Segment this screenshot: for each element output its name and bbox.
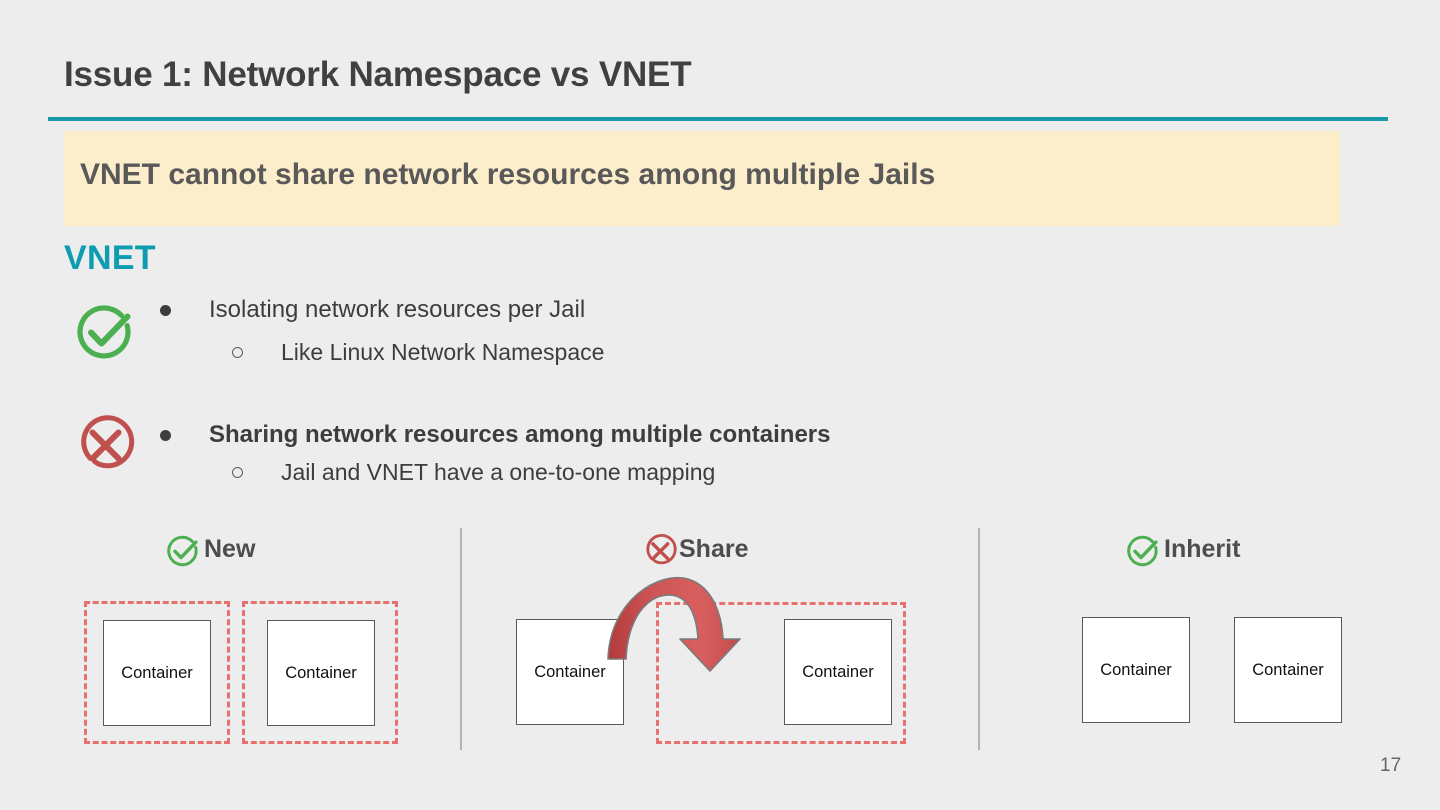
container-box-label: Container <box>1100 660 1172 679</box>
bullet-marker-circle <box>232 347 243 358</box>
vnet-dashed-boundary <box>242 601 398 744</box>
check-circle-icon <box>70 297 140 367</box>
bullet-level1-text: Isolating network resources per Jail <box>209 296 586 323</box>
bullet-level2-text: Like Linux Network Namespace <box>281 339 605 365</box>
title-divider-rule <box>48 117 1388 121</box>
bullet-marker-disc <box>160 305 171 316</box>
callout-banner <box>64 131 1340 226</box>
page-number: 17 <box>1380 755 1402 776</box>
container-box-label: Container <box>534 662 606 681</box>
check-circle-icon <box>163 531 203 571</box>
container-box: Container <box>784 619 892 725</box>
callout-banner-text: VNET cannot share network resources amon… <box>80 158 936 191</box>
container-box: Container <box>103 620 211 726</box>
page-title: Issue 1: Network Namespace vs VNET <box>64 55 692 94</box>
diagram-section-label-new: New <box>204 535 256 563</box>
diagram-divider-left <box>460 528 462 750</box>
container-box: Container <box>1082 617 1190 723</box>
bullet-level2-text: Jail and VNET have a one-to-one mapping <box>281 459 716 485</box>
check-circle-icon <box>1123 531 1163 571</box>
container-box-label: Container <box>285 663 357 682</box>
vnet-dashed-boundary <box>84 601 230 744</box>
container-box: Container <box>267 620 375 726</box>
diagram-divider-right <box>978 528 980 750</box>
section-heading-vnet: VNET <box>64 239 156 277</box>
container-box-label: Container <box>802 662 874 681</box>
vnet-dashed-boundary <box>656 602 906 744</box>
x-circle-icon <box>70 410 140 480</box>
container-box-label: Container <box>1252 660 1324 679</box>
bullet-level1-text: Sharing network resources among multiple… <box>209 421 831 448</box>
diagram-section-label-inherit: Inherit <box>1164 535 1241 563</box>
container-box-label: Container <box>121 663 193 682</box>
container-box: Container <box>516 619 624 725</box>
x-circle-icon <box>640 531 680 571</box>
share-arrow-icon <box>580 565 760 675</box>
diagram-section-label-share: Share <box>679 535 749 563</box>
container-box: Container <box>1234 617 1342 723</box>
bullet-marker-circle <box>232 467 243 478</box>
bullet-marker-disc <box>160 430 171 441</box>
